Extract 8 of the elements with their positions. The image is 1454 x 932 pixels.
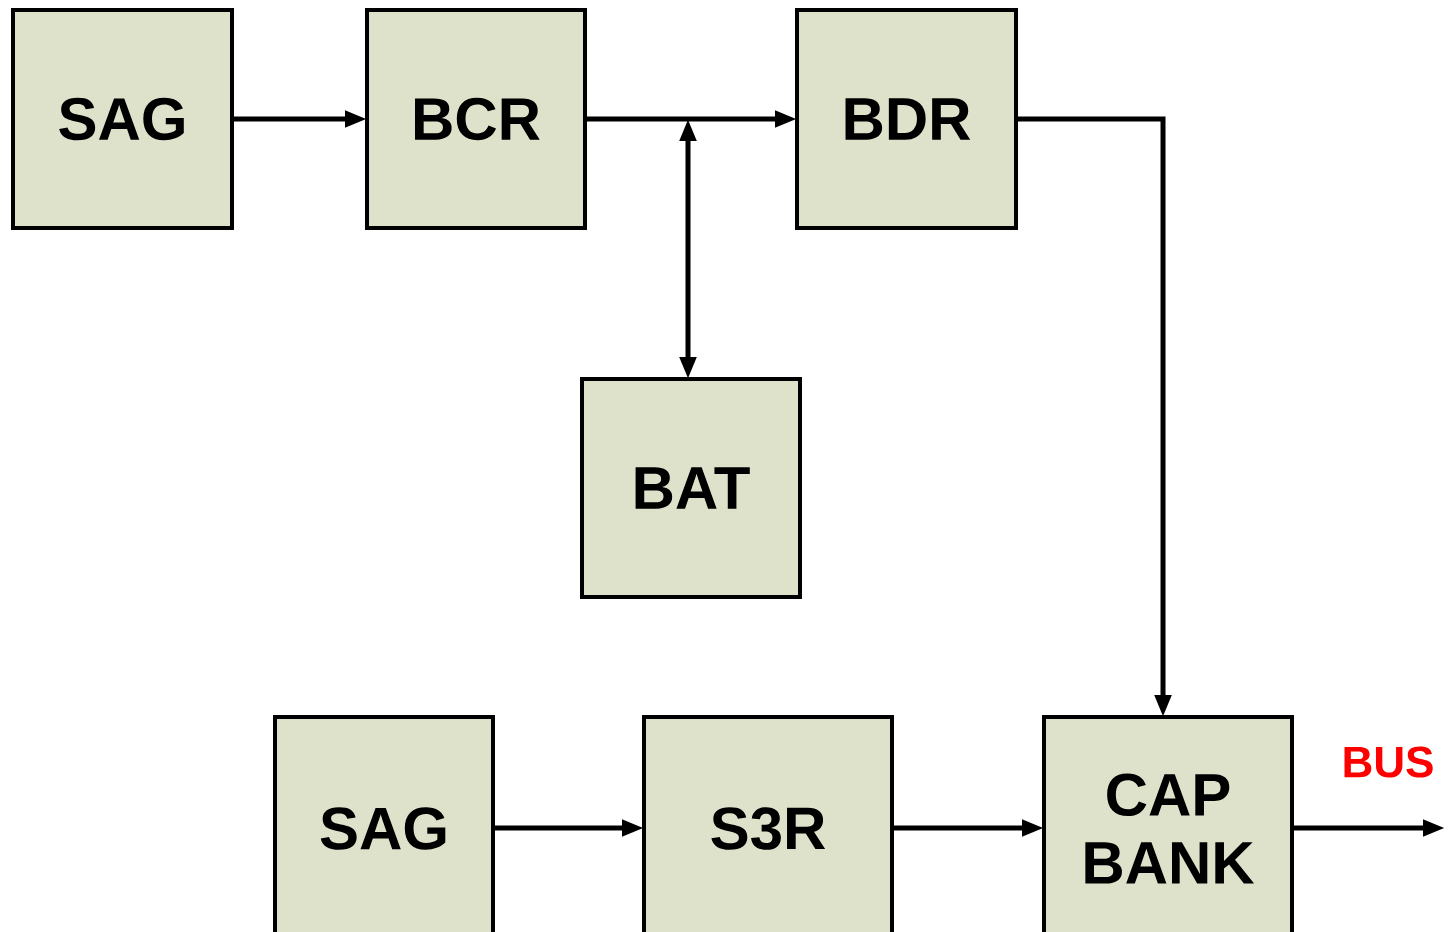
block-box: SAG	[11, 8, 234, 230]
block-box: BAT	[580, 377, 802, 599]
block-box: SAG	[273, 715, 495, 932]
block-box: CAP BANK	[1042, 715, 1294, 932]
block-box: BCR	[365, 8, 587, 230]
block-box: BDR	[795, 8, 1018, 230]
edge-label: BUS	[1344, 746, 1433, 778]
block-box: S3R	[642, 715, 894, 932]
